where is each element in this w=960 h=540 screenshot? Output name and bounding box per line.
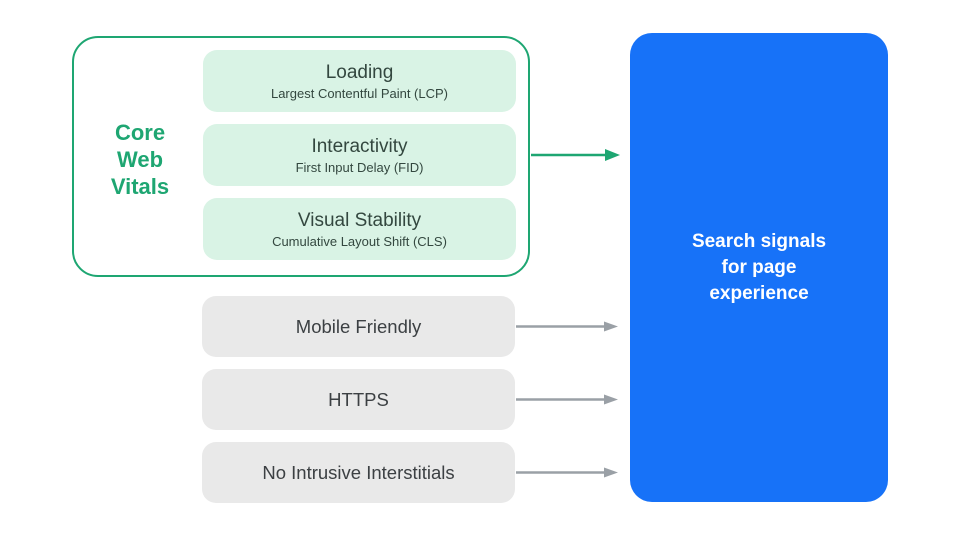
vital-subtitle: Largest Contentful Paint (LCP) — [270, 85, 449, 101]
search-signals-label: Search signals for page experience — [691, 230, 827, 304]
vital-box-visual-stability: Visual Stability Cumulative Layout Shift… — [203, 198, 516, 260]
vital-box-interactivity: Interactivity First Input Delay (FID) — [203, 124, 516, 186]
signal-label: No Intrusive Interstitials — [262, 461, 455, 483]
arrow-no-intrusive-interstitials — [516, 467, 618, 478]
vital-title: Loading — [325, 61, 394, 83]
signal-label: Mobile Friendly — [295, 315, 422, 337]
arrow-https — [516, 394, 618, 405]
arrow-mobile-friendly — [516, 321, 618, 332]
signal-box-https: HTTPS — [202, 369, 515, 430]
vital-subtitle: First Input Delay (FID) — [295, 159, 424, 175]
signal-box-no-intrusive-interstitials: No Intrusive Interstitials — [202, 442, 515, 503]
vital-box-loading: Loading Largest Contentful Paint (LCP) — [203, 50, 516, 112]
vital-subtitle: Cumulative Layout Shift (CLS) — [272, 233, 447, 249]
signal-box-mobile-friendly: Mobile Friendly — [202, 296, 515, 357]
core-web-vitals-label: Core Web Vitals — [110, 120, 170, 199]
vital-title: Interactivity — [311, 135, 408, 157]
vital-title: Visual Stability — [297, 209, 422, 231]
search-signals-box: Search signals for page experience — [630, 33, 888, 502]
signal-label: HTTPS — [328, 388, 389, 410]
arrow-core-web-vitals — [531, 149, 620, 161]
